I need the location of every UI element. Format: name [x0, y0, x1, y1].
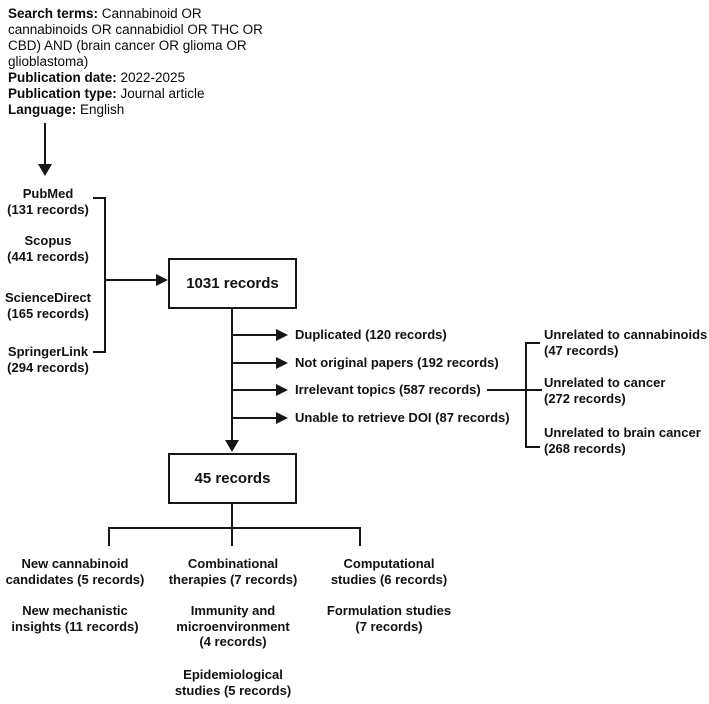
database-name: Scopus	[24, 233, 72, 248]
database-records: (441 records)	[7, 249, 89, 264]
category-line: (4 records)	[199, 634, 267, 649]
criteria-line: Search terms: Cannabinoid OR	[8, 6, 263, 22]
criteria-value: Cannabinoid OR	[98, 6, 202, 21]
arrow-right-icon	[156, 274, 168, 286]
criteria-line: cannabinoids OR cannabidiol OR THC OR	[8, 22, 263, 38]
breakdown-line: Unrelated to brain cancer	[544, 425, 701, 440]
arrow-right-icon	[276, 384, 288, 396]
criteria-value: 2022-2025	[116, 70, 186, 85]
records-initial-label: 1031 records	[186, 275, 279, 292]
exclusion-branch-line	[231, 417, 276, 419]
criteria-value: English	[76, 102, 125, 117]
breakdown-bracket-tick-top	[527, 342, 540, 344]
breakdown-line: Unrelated to cannabinoids	[544, 327, 708, 342]
categories-bracket-tick-right	[359, 527, 361, 546]
exclusion-label-duplicated: Duplicated (120 records)	[295, 327, 447, 342]
exclusion-label-not-original: Not original papers (192 records)	[295, 355, 499, 370]
category-epidemiological-studies: Epidemiological studies (5 records)	[133, 667, 333, 698]
breakdown-records: (47 records)	[544, 343, 619, 358]
criteria-label: Search terms:	[8, 6, 99, 21]
irrelevant-to-breakdown-line	[487, 389, 542, 391]
records-included-label: 45 records	[194, 470, 271, 487]
arrow-down-icon	[38, 164, 52, 176]
databases-bracket-tick-top	[93, 197, 105, 199]
screening-spine-line	[231, 308, 233, 441]
records-initial-box: 1031 records	[168, 258, 297, 309]
exclusion-label-irrelevant: Irrelevant topics (587 records)	[295, 382, 481, 397]
breakdown-records: (272 records)	[544, 391, 626, 406]
category-line: Immunity and	[190, 603, 276, 618]
category-new-candidates: New cannabinoid candidates (5 records)	[0, 556, 175, 587]
category-line: Computational	[343, 556, 435, 571]
categories-bracket	[108, 527, 361, 529]
category-line: therapies (7 records)	[168, 571, 298, 587]
categories-bracket-tick-left	[108, 527, 110, 546]
arrow-down-icon	[225, 440, 239, 452]
exclusion-label-no-doi: Unable to retrieve DOI (87 records)	[295, 410, 510, 425]
criteria-label: Publication date:	[8, 70, 117, 85]
database-item-springerlink: SpringerLink (294 records)	[0, 344, 96, 376]
category-line: New cannabinoid	[21, 556, 129, 571]
databases-bracket	[104, 197, 106, 353]
category-mechanistic-insights: New mechanistic insights (11 records)	[0, 603, 175, 634]
criteria-value: glioblastoma)	[8, 54, 89, 69]
breakdown-item-cannabinoids: Unrelated to cannabinoids (47 records)	[544, 327, 707, 359]
category-combinational-therapies: Combinational therapies (7 records)	[133, 556, 333, 587]
arrow-right-icon	[276, 412, 288, 424]
breakdown-item-brain-cancer: Unrelated to brain cancer (268 records)	[544, 425, 701, 457]
criteria-line: Publication type: Journal article	[8, 86, 263, 102]
breakdown-records: (268 records)	[544, 441, 626, 456]
category-immunity-microenvironment: Immunity and microenvironment (4 records…	[133, 603, 333, 650]
database-name: ScienceDirect	[5, 290, 91, 305]
databases-to-initial-line	[105, 279, 156, 281]
criteria-value: Journal article	[116, 86, 205, 101]
database-name: SpringerLink	[7, 344, 89, 359]
arrow-right-icon	[276, 329, 288, 341]
criteria-line: Publication date: 2022-2025	[8, 70, 263, 86]
criteria-line: CBD) AND (brain cancer OR glioma OR	[8, 38, 263, 54]
exclusion-branch-line	[231, 362, 276, 364]
exclusion-branch-line	[231, 334, 276, 336]
category-line: candidates (5 records)	[5, 571, 145, 587]
category-line: microenvironment	[176, 618, 290, 634]
arrow-right-icon	[276, 357, 288, 369]
database-item-sciencedirect: ScienceDirect (165 records)	[0, 290, 96, 322]
exclusion-branch-line	[231, 389, 276, 391]
category-line: studies (6 records)	[330, 571, 448, 587]
breakdown-item-cancer: Unrelated to cancer (272 records)	[544, 375, 665, 407]
criteria-label: Publication type:	[8, 86, 117, 101]
category-line: New mechanistic	[22, 603, 128, 618]
records-included-box: 45 records	[168, 453, 297, 504]
databases-bracket-tick-bottom	[93, 351, 105, 353]
category-line: Combinational	[187, 556, 279, 571]
category-computational-studies: Computational studies (6 records)	[289, 556, 489, 587]
search-criteria: Search terms: Cannabinoid OR cannabinoid…	[8, 6, 263, 118]
criteria-value: cannabinoids OR cannabidiol OR THC OR	[8, 22, 263, 37]
database-item-scopus: Scopus (441 records)	[0, 233, 96, 265]
database-name: PubMed	[22, 186, 74, 201]
breakdown-line: Unrelated to cancer	[544, 375, 666, 390]
database-records: (131 records)	[7, 202, 89, 217]
included-to-categories-line	[231, 503, 233, 546]
criteria-to-databases-line	[44, 123, 46, 165]
database-item-pubmed: PubMed (131 records)	[0, 186, 96, 218]
category-line: (7 records)	[355, 618, 423, 634]
criteria-value: CBD) AND (brain cancer OR glioma OR	[8, 38, 247, 53]
category-line: Formulation studies	[326, 603, 452, 618]
database-records: (294 records)	[7, 360, 89, 375]
breakdown-bracket	[525, 342, 527, 448]
criteria-label: Language:	[8, 102, 77, 117]
criteria-line: glioblastoma)	[8, 54, 263, 70]
database-records: (165 records)	[7, 306, 89, 321]
category-formulation-studies: Formulation studies (7 records)	[289, 603, 489, 634]
criteria-line: Language: English	[8, 102, 263, 118]
category-line: Epidemiological	[183, 667, 283, 682]
category-line: studies (5 records)	[174, 682, 292, 698]
breakdown-bracket-tick-bottom	[527, 446, 540, 448]
category-line: insights (11 records)	[11, 618, 139, 634]
